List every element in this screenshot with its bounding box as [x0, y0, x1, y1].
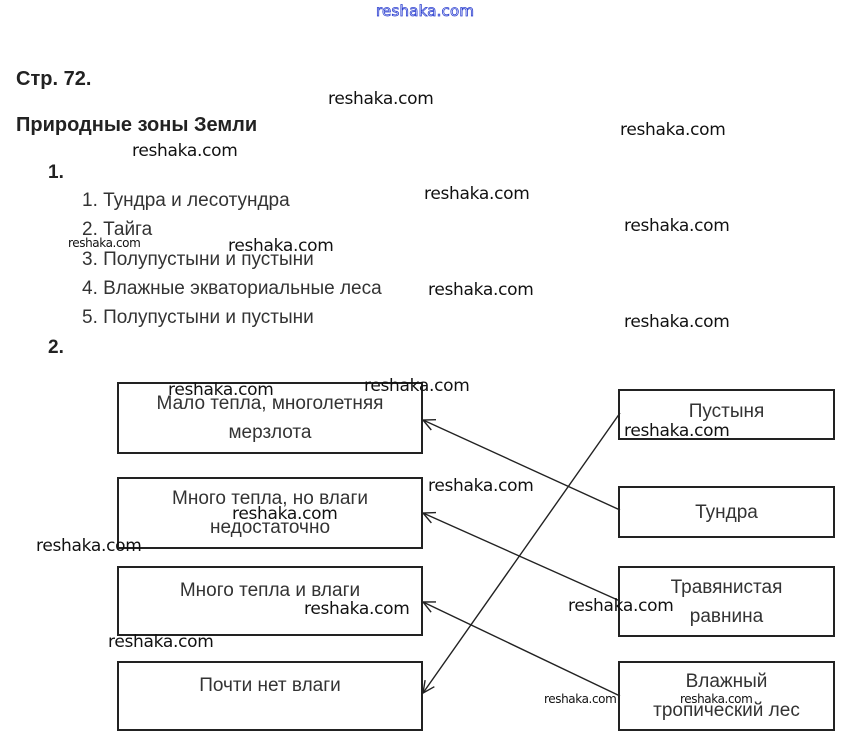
watermark: reshaka.com	[544, 692, 617, 706]
list-item: 3. Полупустыни и пустыни	[82, 249, 314, 270]
task1-number: 1.	[48, 162, 64, 183]
watermark: reshaka.com	[304, 599, 410, 619]
watermark: reshaka.com	[232, 504, 338, 524]
watermark: reshaka.com	[624, 216, 730, 236]
box-line: Много тепла и влаги	[179, 580, 361, 601]
arrowhead-icon	[421, 511, 437, 524]
page-title: Природные зоны Земли	[16, 114, 258, 136]
list-item: 5. Полупустыни и пустыни	[82, 307, 314, 328]
task2-number: 2.	[48, 337, 64, 358]
box-line: Мало тепла, многолетняя	[156, 393, 384, 414]
box-line: равнина	[689, 605, 764, 627]
watermark: reshaka.com	[228, 236, 334, 256]
watermark: reshaka.com	[424, 184, 530, 204]
box-line: тропический лес	[653, 700, 800, 721]
watermark-top: reshaka.com	[376, 2, 475, 21]
connection-arrow	[421, 419, 621, 511]
page-reference: Стр. 72.	[16, 68, 92, 90]
box-line: Влажный	[685, 671, 768, 692]
connection-arrow	[422, 412, 621, 695]
watermark: reshaka.com	[364, 376, 470, 396]
watermark: reshaka.com	[36, 536, 142, 556]
box-line: Травянистая	[670, 576, 783, 598]
arrowhead-icon	[422, 680, 435, 695]
right-box-tundra: Тундра	[618, 486, 835, 538]
list-item: 2. Тайга	[82, 219, 153, 240]
watermark: reshaka.com	[624, 312, 730, 332]
list-item: 4. Влажные экваториальные леса	[82, 278, 382, 299]
connection-arrow	[421, 601, 621, 697]
arrow-line	[422, 512, 621, 602]
watermark: reshaka.com	[328, 89, 434, 109]
watermark: reshaka.com	[168, 380, 274, 400]
left-box-cold-permafrost: Мало тепла, многолетняя мерзлота	[117, 382, 423, 454]
watermark: reshaka.com	[108, 632, 214, 652]
box-line: недостаточно	[209, 517, 331, 538]
right-box-grassland: Травянистая равнина	[618, 566, 835, 637]
arrow-line	[422, 419, 621, 511]
watermark: reshaka.com	[624, 421, 730, 441]
box-line: Почти нет влаги	[199, 675, 341, 696]
watermark: reshaka.com	[680, 692, 753, 706]
watermark: reshaka.com	[620, 120, 726, 140]
list-item: 1. Тундра и лесотундра	[82, 190, 290, 211]
left-box-warm-wet: Много тепла и влаги	[117, 566, 423, 636]
arrow-line	[422, 601, 621, 697]
watermark: reshaka.com	[132, 141, 238, 161]
box-line: мерзлота	[228, 422, 312, 443]
watermark: reshaka.com	[568, 596, 674, 616]
arrowhead-icon	[421, 601, 437, 613]
watermark: reshaka.com	[428, 476, 534, 496]
box-line: Пустыня	[688, 401, 765, 422]
box-line: Много тепла, но влаги	[172, 488, 368, 509]
arrowhead-icon	[421, 419, 437, 431]
watermark: reshaka.com	[428, 280, 534, 300]
right-box-tropical-forest: Влажный тропический лес	[618, 661, 835, 731]
arrow-line	[422, 412, 621, 694]
watermark: reshaka.com	[68, 236, 141, 250]
left-box-no-moisture: Почти нет влаги	[117, 661, 423, 731]
connection-arrow	[421, 511, 621, 602]
box-line: Тундра	[695, 501, 758, 523]
